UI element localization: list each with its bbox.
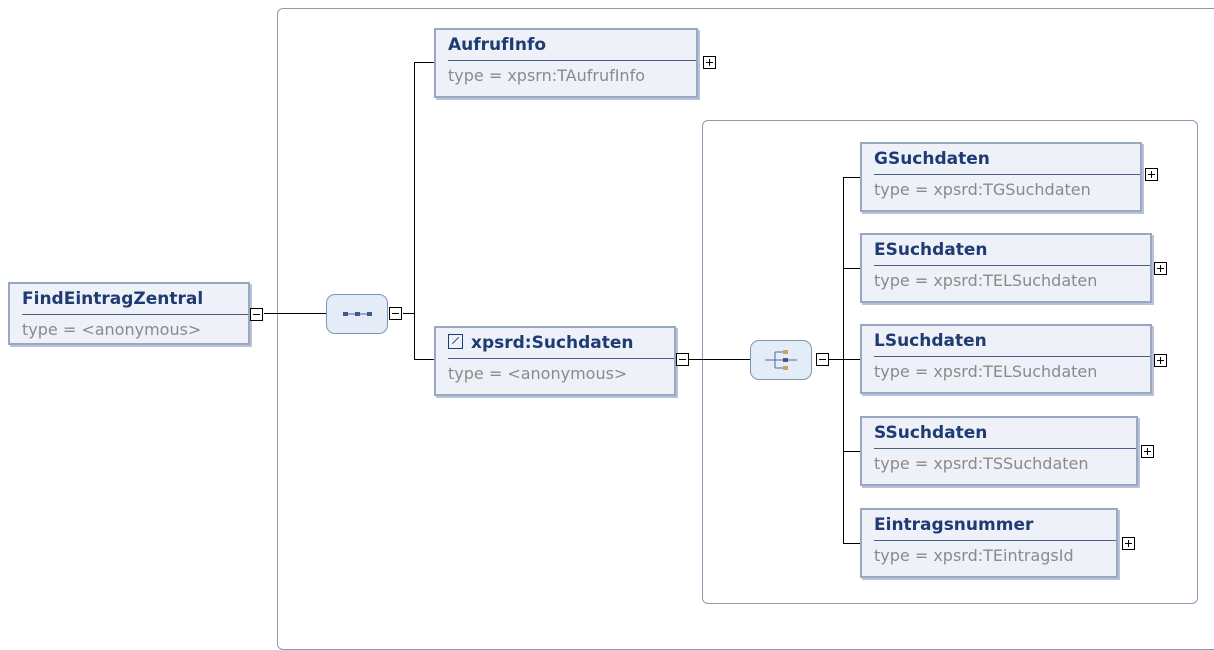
element-divider	[874, 356, 1150, 357]
element-type: type = xpsrd:TELSuchdaten	[874, 362, 1098, 381]
connector-line	[414, 359, 434, 360]
expand-toggle[interactable]	[1154, 262, 1167, 275]
collapse-toggle[interactable]	[676, 353, 689, 366]
sequence-icon	[343, 312, 372, 316]
connector-line	[843, 451, 860, 452]
element-name: SSuchdaten	[874, 423, 988, 443]
element-findeintragzentral[interactable]: FindEintragZentral type = <anonymous>	[8, 282, 250, 345]
element-name: GSuchdaten	[874, 149, 990, 169]
connector-line	[843, 543, 860, 544]
element-divider	[448, 60, 696, 61]
element-eintragsnummer[interactable]: Eintragsnummer type = xpsrd:TEintragsId	[860, 508, 1118, 578]
element-name: LSuchdaten	[874, 331, 987, 351]
element-name: Eintragsnummer	[874, 515, 1034, 535]
element-xpsrd-suchdaten[interactable]: xpsrd:Suchdaten type = <anonymous>	[434, 326, 676, 396]
connector-line	[843, 177, 860, 178]
element-divider	[22, 314, 248, 315]
element-type: type = <anonymous>	[22, 320, 202, 339]
element-esuchdaten[interactable]: ESuchdaten type = xpsrd:TELSuchdaten	[860, 233, 1152, 303]
reference-icon	[448, 334, 463, 349]
expand-toggle[interactable]	[1145, 168, 1158, 181]
element-divider	[874, 174, 1140, 175]
element-type: type = xpsrd:TGSuchdaten	[874, 180, 1091, 199]
connector-line	[843, 268, 860, 269]
element-divider	[874, 540, 1116, 541]
element-type: type = <anonymous>	[448, 364, 628, 383]
collapse-toggle[interactable]	[250, 308, 263, 321]
element-divider	[874, 448, 1136, 449]
connector-line	[843, 359, 860, 360]
element-type: type = xpsrd:TELSuchdaten	[874, 271, 1098, 290]
connector-line	[688, 359, 750, 360]
sequence-compositor[interactable]	[326, 294, 388, 334]
connector-line	[414, 62, 415, 360]
element-ssuchdaten[interactable]: SSuchdaten type = xpsrd:TSSuchdaten	[860, 416, 1138, 486]
expand-toggle[interactable]	[1154, 354, 1167, 367]
element-name: FindEintragZentral	[22, 289, 204, 309]
element-divider	[874, 265, 1150, 266]
element-type: type = xpsrd:TSSuchdaten	[874, 454, 1089, 473]
element-name-row: xpsrd:Suchdaten	[448, 331, 670, 355]
element-type: type = xpsrd:TEintragsId	[874, 546, 1074, 565]
element-name: AufrufInfo	[448, 35, 547, 55]
collapse-toggle[interactable]	[816, 353, 829, 366]
element-aufrufinfo[interactable]: AufrufInfo type = xpsrn:TAufrufInfo	[434, 28, 698, 98]
connector-line	[829, 359, 843, 360]
expand-toggle[interactable]	[703, 56, 716, 69]
choice-compositor[interactable]	[750, 340, 812, 380]
element-gsuchdaten[interactable]: GSuchdaten type = xpsrd:TGSuchdaten	[860, 142, 1142, 212]
element-lsuchdaten[interactable]: LSuchdaten type = xpsrd:TELSuchdaten	[860, 324, 1152, 394]
collapse-toggle[interactable]	[389, 307, 402, 320]
element-type: type = xpsrn:TAufrufInfo	[448, 66, 645, 85]
connector-line	[264, 313, 326, 314]
element-divider	[448, 358, 674, 359]
expand-toggle[interactable]	[1141, 445, 1154, 458]
element-name: xpsrd:Suchdaten	[471, 333, 634, 353]
choice-icon	[765, 350, 797, 370]
connector-line	[843, 177, 844, 544]
connector-line	[403, 313, 414, 314]
connector-line	[414, 62, 434, 63]
element-name: ESuchdaten	[874, 240, 988, 260]
expand-toggle[interactable]	[1122, 537, 1135, 550]
